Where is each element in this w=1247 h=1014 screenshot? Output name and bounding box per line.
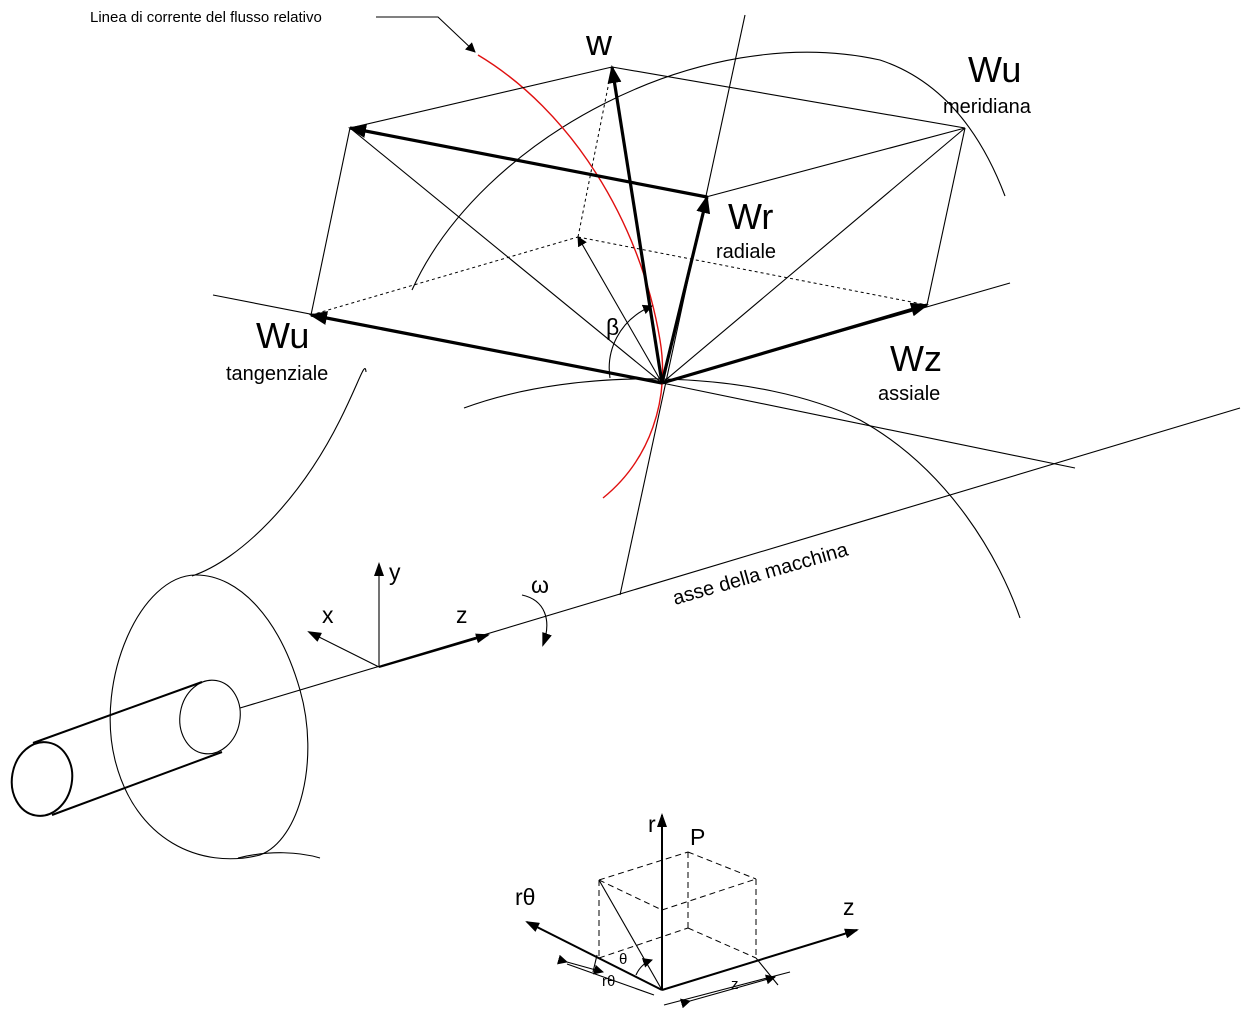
meridiana-label: meridiana [943, 96, 1032, 118]
streamline-label: Linea di corrente del flusso relativo [90, 9, 322, 26]
cylindrical-point-box [598, 851, 757, 991]
cyl-p-label: P [690, 824, 705, 850]
w-label: w [585, 22, 613, 63]
wu-tangenziale-label: Wu [256, 315, 309, 356]
axis-z-label: z [456, 602, 468, 628]
machine-axis-label: asse della macchina [670, 538, 851, 609]
xyz-axes [307, 562, 490, 668]
theta-label: θ [619, 951, 627, 968]
streamline-leader [376, 16, 476, 53]
shaft-cylinder [10, 679, 241, 817]
tangenziale-label: tangenziale [226, 363, 328, 385]
velocity-vectors [309, 65, 929, 385]
assiale-label: assiale [878, 383, 940, 405]
radiale-label: radiale [716, 241, 776, 263]
relative-streamline [477, 54, 664, 499]
wz-label: Wz [890, 338, 942, 379]
omega-rotation-arrow [521, 594, 552, 647]
beta-label: β [606, 314, 619, 340]
omega-label: ω [531, 572, 549, 598]
dimension-lines [556, 954, 791, 1009]
rotor-disk [109, 368, 367, 860]
cyl-z-label: z [843, 894, 855, 920]
cyl-r-label: r [648, 811, 656, 837]
dim-z-label: z [731, 976, 739, 993]
axis-y-label: y [389, 559, 401, 585]
axis-x-label: x [322, 602, 334, 628]
beta-angle-arc [608, 304, 653, 379]
wu-meridiana-label: Wu [968, 49, 1021, 90]
cyl-rtheta-label: rθ [515, 884, 535, 910]
theta-angle-arc [635, 958, 653, 976]
wr-label: Wr [728, 196, 773, 237]
dim-rtheta-label: rθ [602, 973, 615, 990]
